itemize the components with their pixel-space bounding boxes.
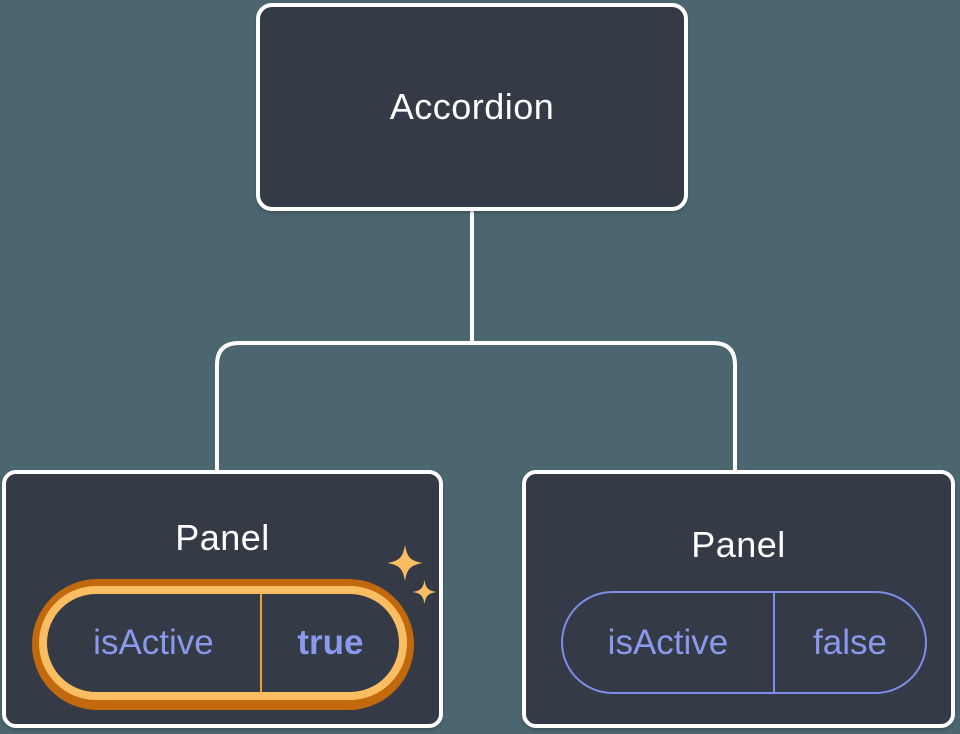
- highlight-ring-inner: isActive true: [39, 586, 407, 700]
- accordion-node: Accordion: [256, 3, 688, 211]
- prop-name-label: isActive: [93, 623, 214, 662]
- pill-divider: [259, 594, 262, 692]
- highlight-ring-outer: isActive true: [32, 579, 414, 710]
- prop-name-label: isActive: [607, 622, 729, 662]
- isactive-prop-pill-inactive: isActive false: [561, 591, 927, 694]
- prop-value-label: true: [297, 623, 364, 662]
- panel-node-inactive: Panel isActive false: [522, 470, 955, 728]
- panel-node-label: Panel: [175, 517, 270, 558]
- connector-branch-bracket: [215, 341, 737, 472]
- isactive-prop-pill-active: isActive true: [47, 594, 399, 692]
- panel-node-active: Panel isActive true: [2, 470, 443, 728]
- accordion-node-label: Accordion: [389, 86, 555, 127]
- prop-value-label: false: [813, 622, 887, 662]
- panel-node-label: Panel: [691, 524, 786, 565]
- pill-divider: [772, 593, 775, 692]
